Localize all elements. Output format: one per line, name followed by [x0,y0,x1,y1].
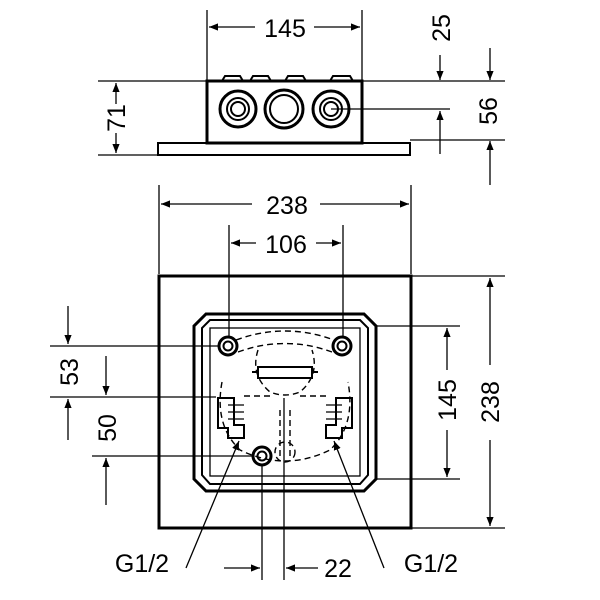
dim-front-offset-upper-label: 53 [56,358,84,386]
dim-front-bottom-offset-label: 22 [324,555,352,583]
dim-front-inner-width: 106 [231,231,341,259]
front-view-inner-frame [192,312,378,493]
thread-right-label: G1/2 [404,550,458,578]
front-view-outer-plate [157,274,413,530]
dim-front-outer-height-label: 238 [477,381,505,423]
dim-front-offset-upper: 53 [56,306,84,440]
dim-top-body-height: 56 [475,48,503,185]
dim-top-height-total: 71 [103,83,131,153]
top-view-body [205,79,364,145]
front-view-hole-top-left [217,335,239,357]
dim-front-outer-width-label: 238 [266,192,308,220]
dim-top-offset-label: 25 [428,14,456,42]
dim-front-inner-height-label: 145 [434,379,462,421]
dim-front-inner-width-label: 106 [265,231,307,259]
dim-top-offset: 25 [428,14,456,154]
dim-top-body-height-label: 56 [475,97,503,125]
dim-top-width-label: 145 [264,15,306,43]
thread-left-callout: G1/2 [115,440,240,578]
dim-front-offset-lower: 50 [94,356,122,505]
top-view-base-plate [157,142,411,156]
top-view-outlet-center [263,88,305,130]
top-view: 145 71 25 56 [98,10,505,185]
dim-front-outer-width: 238 [161,192,409,220]
thread-left-label: G1/2 [115,550,169,578]
dim-front-bottom-offset: 22 [224,555,352,583]
front-view: 238 106 238 145 53 5 [50,185,505,583]
top-view-outlet-left [218,89,258,129]
dim-front-offset-lower-label: 50 [94,414,122,442]
dim-top-height-total-label: 71 [103,104,131,132]
front-view-hole-top-right [331,335,353,357]
dim-top-width: 145 [209,15,360,43]
front-view-valve-body [217,330,353,463]
dim-front-inner-height: 145 [434,328,462,477]
dim-front-outer-height: 238 [477,278,505,526]
thread-right-callout: G1/2 [333,440,458,578]
